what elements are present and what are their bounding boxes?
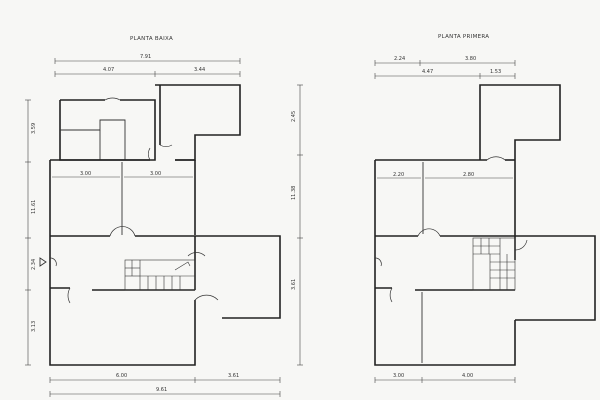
dim-ground-left-1: 3.59: [31, 123, 37, 134]
dim-ground-right-low: 3.61: [291, 279, 297, 290]
dim-ground-right-upper: 2.45: [291, 111, 297, 122]
ground-room-dimensions: 3.00 3.00: [52, 171, 193, 178]
ground-top-dimensions: 7.91 4.07 3.44: [54, 54, 241, 77]
entrance-arrow-icon: [39, 257, 47, 267]
ground-left-dimensions: 3.59 11.61 2.34 3.13: [25, 99, 37, 366]
dim-ground-bottom-left: 6.00: [116, 373, 127, 379]
dim-first-top-left: 2.24: [394, 56, 405, 62]
ground-right-dimensions: 2.45 11.38 3.61: [291, 84, 303, 366]
dim-ground-top-left: 4.07: [103, 67, 114, 73]
dim-ground-right-mid: 11.38: [291, 186, 297, 200]
ground-bottom-dimensions: 6.00 3.61 9.61: [49, 373, 281, 397]
first-floor-title: PLANTA PRIMERA: [438, 34, 489, 40]
dim-first-top-extra: 1.53: [490, 69, 501, 75]
dim-ground-top-right: 3.44: [194, 67, 205, 73]
first-stairs: [472, 237, 516, 291]
dim-ground-top-total: 7.91: [140, 54, 151, 60]
ground-doors: [67, 97, 219, 304]
dim-first-room-left: 2.20: [393, 172, 404, 178]
dim-first-bottom-right: 4.00: [462, 373, 473, 379]
dim-ground-left-2: 11.61: [31, 200, 37, 214]
dim-ground-bottom-right: 3.61: [228, 373, 239, 379]
dim-ground-bottom-total: 9.61: [156, 387, 167, 393]
first-room-dimensions: 2.20 2.80: [377, 172, 513, 179]
dim-ground-left-3: 2.34: [31, 259, 37, 270]
first-walls: [374, 84, 596, 366]
ground-floor-title: PLANTA BAIXA: [130, 36, 173, 42]
dim-first-bottom-left: 3.00: [393, 373, 404, 379]
first-top-dimensions: 2.24 3.80 4.47 1.53: [374, 56, 516, 79]
ground-stairs: [124, 259, 196, 291]
dim-first-top-right: 3.80: [465, 56, 476, 62]
dim-first-room-right: 2.80: [463, 172, 474, 178]
dim-first-top-total: 4.47: [422, 69, 433, 75]
first-bottom-dimensions: 3.00 4.00: [374, 373, 516, 383]
first-doors: [374, 156, 528, 303]
dim-ground-left-4: 3.13: [31, 321, 37, 332]
first-floor-plan: PLANTA PRIMERA 2.24 3.80 4.47 1.53: [374, 34, 596, 383]
dim-ground-room-right: 3.00: [150, 171, 161, 177]
ground-floor-plan: PLANTA BAIXA 7.91 4.07 3.44 3.59 11.61 2…: [25, 36, 303, 397]
dim-ground-room-left: 3.00: [80, 171, 91, 177]
